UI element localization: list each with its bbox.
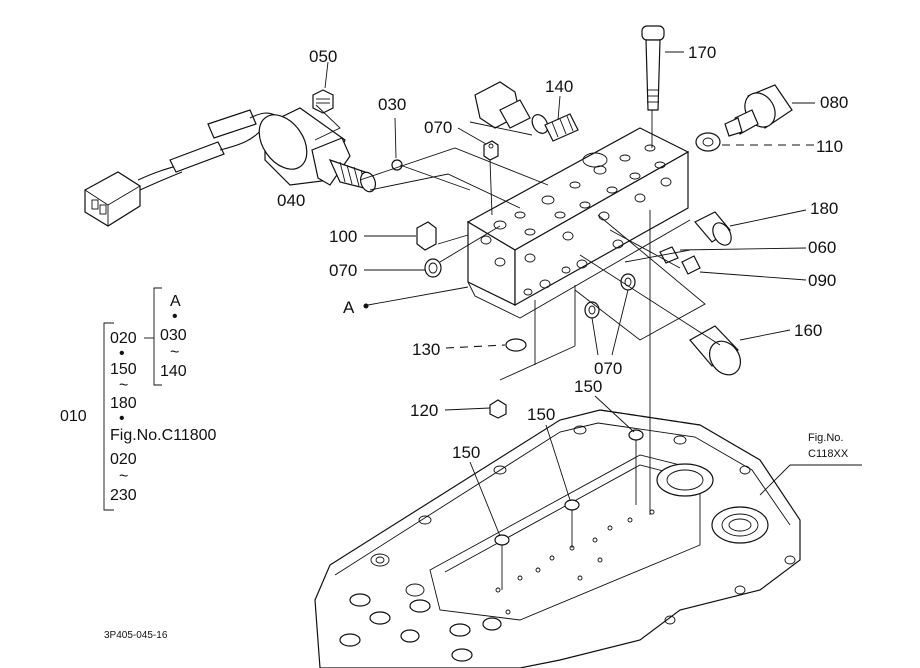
callout-070-bottom: 070 bbox=[594, 359, 622, 378]
callout-130: 130 bbox=[412, 340, 440, 359]
callout-050: 050 bbox=[309, 47, 337, 66]
callout-070-left: 070 bbox=[329, 261, 357, 280]
callout-120: 120 bbox=[410, 401, 438, 420]
plug-070-left bbox=[424, 258, 442, 278]
bracket-fig: Fig.No.C11800 bbox=[110, 427, 217, 444]
callout-030: 030 bbox=[378, 95, 406, 114]
callout-170: 170 bbox=[688, 43, 716, 62]
plug-070-top bbox=[483, 140, 499, 161]
bracket-tilde2: ~ bbox=[119, 468, 128, 485]
callout-labels: 050 030 070 140 170 080 110 040 180 100 … bbox=[277, 43, 848, 462]
bracket-inner-030: 030 bbox=[160, 327, 187, 344]
assembly-lines bbox=[314, 104, 721, 590]
relief-valve-140 bbox=[474, 81, 579, 142]
callout-070-top: 070 bbox=[424, 118, 452, 137]
callout-040: 040 bbox=[277, 191, 305, 210]
solenoid-valve-040 bbox=[84, 107, 377, 227]
drawing-code: 3P405-045-16 bbox=[104, 630, 168, 641]
o-ring-130 bbox=[505, 338, 527, 352]
washer-110 bbox=[695, 132, 721, 152]
screw-050 bbox=[312, 89, 334, 114]
bracket-150: 150 bbox=[110, 361, 137, 378]
plug-100 bbox=[416, 221, 437, 251]
callout-150-b: 150 bbox=[527, 405, 555, 424]
switch-160 bbox=[689, 325, 742, 376]
bracket-inner-140: 140 bbox=[160, 363, 187, 380]
callout-100: 100 bbox=[329, 227, 357, 246]
bracket-inner-tilde: ~ bbox=[170, 344, 179, 361]
bracket-root-010: 010 bbox=[60, 408, 87, 425]
bracket-tilde1: ~ bbox=[119, 377, 128, 394]
callout-150-a: 150 bbox=[574, 377, 602, 396]
callout-080: 080 bbox=[820, 93, 848, 112]
callout-060: 060 bbox=[808, 238, 836, 257]
callout-090: 090 bbox=[808, 271, 836, 290]
callout-180: 180 bbox=[810, 199, 838, 218]
o-rings-150 bbox=[494, 429, 644, 546]
callout-160: 160 bbox=[794, 321, 822, 340]
transmission-case-plate bbox=[314, 409, 801, 668]
figure-reference: Fig.No. C118XX bbox=[808, 432, 849, 460]
bracket-180: 180 bbox=[110, 395, 137, 412]
bracket-inner-A: A bbox=[170, 293, 181, 310]
bracket-dot2: • bbox=[119, 410, 125, 427]
bolt-170 bbox=[641, 25, 665, 111]
composition-bracket: 010 020 • 150 ~ 180 • Fig.No.C11800 020 … bbox=[60, 287, 217, 511]
plug-070-bottom bbox=[584, 273, 636, 319]
leader-lines bbox=[324, 51, 862, 537]
bracket-230: 230 bbox=[110, 487, 137, 504]
fitting-180 bbox=[694, 211, 732, 246]
ball-030 bbox=[391, 159, 403, 171]
plug-090 bbox=[681, 255, 701, 275]
valve-body-block bbox=[466, 127, 691, 319]
callout-A: A bbox=[343, 298, 355, 317]
bracket-020b: 020 bbox=[110, 451, 137, 468]
bracket-inner-dot: • bbox=[172, 308, 178, 325]
pressure-switch-080 bbox=[724, 84, 793, 137]
bracket-020: 020 bbox=[110, 330, 137, 347]
callout-150-c: 150 bbox=[452, 443, 480, 462]
orifice-120 bbox=[489, 399, 507, 419]
callout-110: 110 bbox=[816, 137, 843, 156]
callout-140: 140 bbox=[545, 77, 573, 96]
bracket-dot1: • bbox=[119, 345, 125, 362]
fig-ref-line2: C118XX bbox=[808, 448, 849, 460]
fig-ref-line1: Fig.No. bbox=[808, 432, 843, 444]
